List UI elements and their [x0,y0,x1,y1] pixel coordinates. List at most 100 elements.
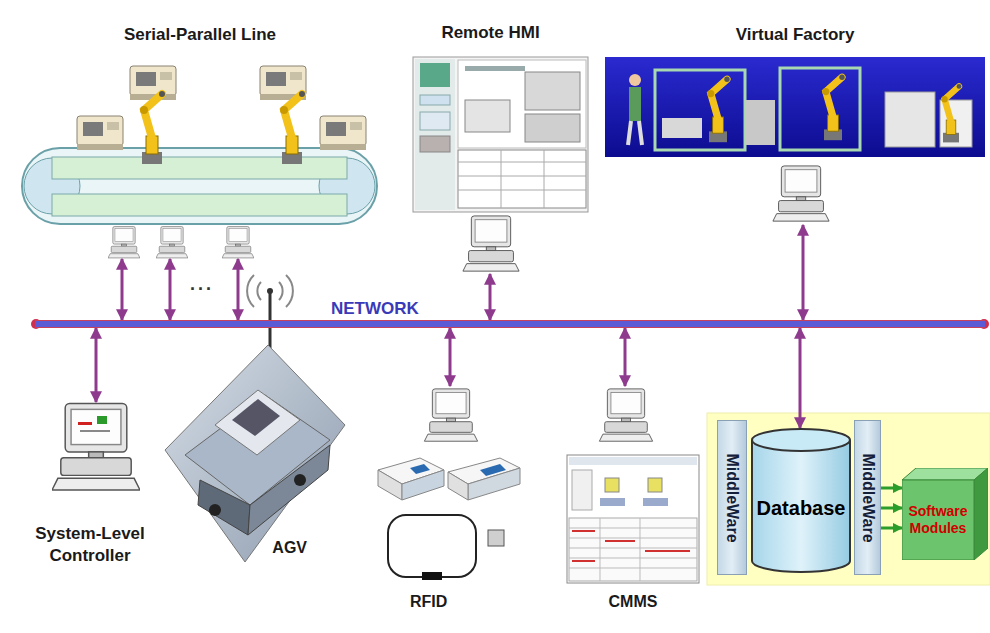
node-label: MiddleWare [859,453,877,542]
rfid-tag [422,572,442,580]
person-body [629,87,641,121]
work-cell-frame [780,68,860,150]
network-link [95,328,98,402]
agv-wheel [294,474,306,486]
hmi-image [525,72,580,110]
rfid-tag [488,530,504,546]
group-box: Virtual Factory [605,24,985,225]
conveyor-belt [22,148,377,224]
screen-mark [80,430,110,432]
person-head [629,74,641,86]
node-label: Database [757,496,846,520]
node-label: Software Modules [902,503,974,537]
rfid-reader [402,470,444,500]
agv-photo [165,345,345,562]
network-link [489,274,492,320]
software-modules-box: Software Modules [902,468,988,560]
hmi-table [458,150,586,208]
wireless-waves [247,275,293,307]
database-panel [707,413,990,585]
node-label: NETWORK [331,300,419,318]
screen-mark [78,422,92,425]
cmms-symbol [648,478,662,492]
agv-screen [232,399,280,436]
node-label: Virtual Factory [736,24,855,45]
machine-tool [130,66,176,100]
data-arrow [881,487,902,490]
hmi-main [458,60,586,148]
group-box: CMMS [562,386,704,614]
hmi-button [420,136,450,152]
rfid-mark [480,464,506,476]
conveyor-track [52,157,347,179]
hmi-bar [465,66,525,71]
hmi-sidebar [415,59,455,210]
group-box: Serial-Parallel Line [20,24,380,259]
machine-tool [320,116,366,150]
label-holder: ... [190,274,214,294]
agv-computer [215,390,300,455]
computer-icon [773,166,829,221]
virtual-factory-view [605,57,985,157]
network-link [624,328,627,386]
agv-wheel [209,504,221,516]
person-legs [628,121,642,145]
network-link [121,259,124,320]
computer-icon [599,389,652,441]
antenna-tip [267,288,273,294]
robot [707,77,730,143]
computer-icon [222,227,254,258]
hmi-table-lines [458,150,586,208]
database-cylinder: Database [751,428,851,573]
cmms-screen [567,455,699,583]
group-box: System-Level Controller [15,402,165,567]
cube-top [902,468,988,480]
middleware-bar: MiddleWare [854,420,881,575]
machine [885,92,935,147]
network-link [802,225,805,320]
rfid-mark [410,464,430,474]
cmms-table [569,518,697,581]
robot [822,75,845,141]
node-label: MiddleWare [723,453,741,542]
machine-tool [77,116,123,150]
work-cell-frame [655,70,745,150]
cmms-toolbar [569,457,697,465]
agv-body [198,480,250,535]
computer-icon [463,216,519,271]
rfid-reader [378,470,402,500]
node-label: RFID [410,592,447,612]
hmi-image [465,100,510,132]
data-arrow [881,507,902,510]
node-label: Serial-Parallel Line [124,24,276,45]
ellipsis-label: ... [190,274,214,294]
computer-icon [52,404,140,491]
node-label: Remote HMI [441,22,539,43]
hmi-button [420,95,450,105]
node-label: AGV [272,538,307,558]
agv-body [248,445,330,535]
machine [745,100,775,145]
network-link [237,259,240,320]
hmi-screen [413,57,588,212]
computer-icon [424,389,477,441]
group-box: Remote HMI [398,22,583,274]
cylinder-top [752,429,850,451]
conveyor-track [52,194,347,216]
group-box: RFID [372,386,522,614]
cylinder-body [752,440,850,572]
screen-mark [97,416,107,424]
computer-icon [156,227,188,258]
hmi-button [420,112,450,130]
cmms-panel [572,470,592,510]
hmi-logo [420,63,450,87]
network-link [449,328,452,386]
computer-icon [108,227,140,258]
node-label: CMMS [609,592,658,612]
cmms-table-lines [569,518,697,581]
hmi-image [525,114,580,142]
cmms-symbol [605,478,619,492]
table [662,118,702,138]
cmms-symbol [643,498,668,506]
